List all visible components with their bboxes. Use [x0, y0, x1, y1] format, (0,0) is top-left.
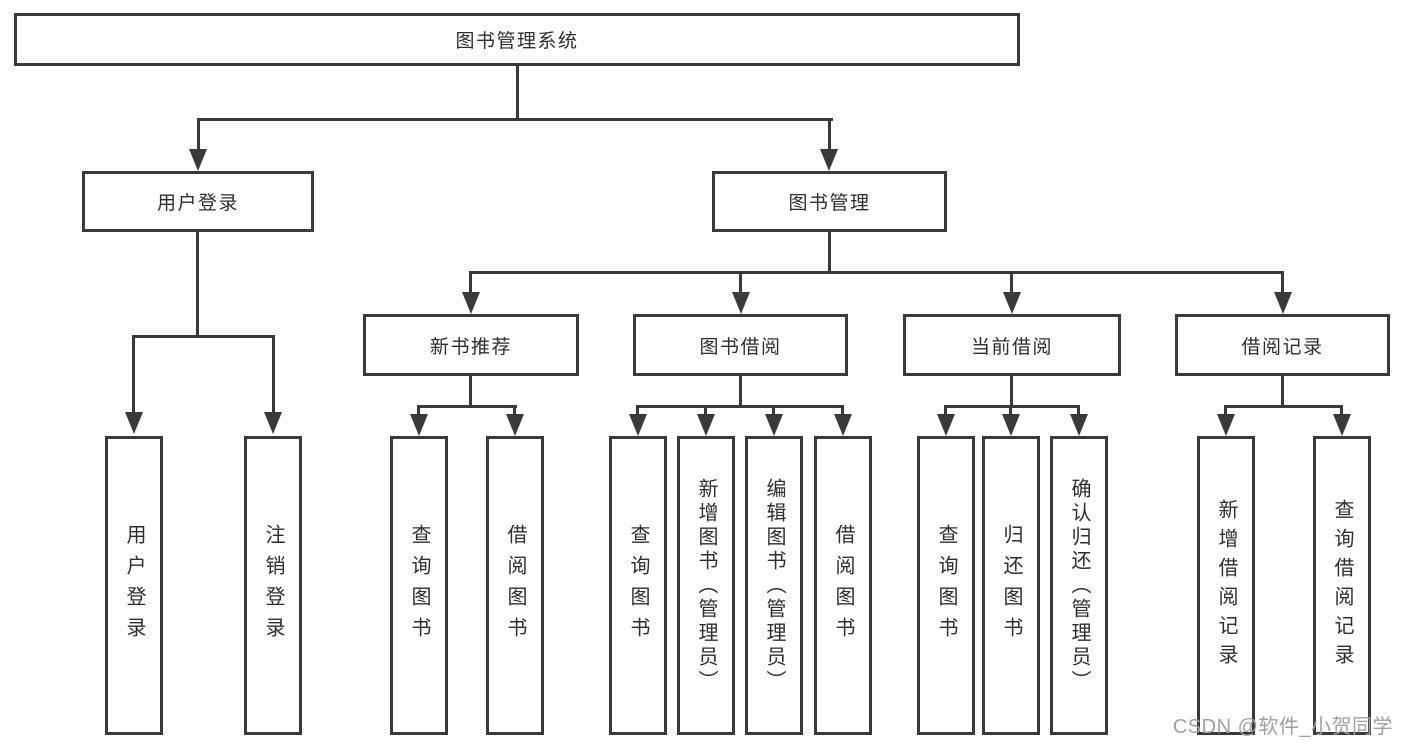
connector-stem [772, 405, 775, 415]
leaf-logout: 注销登录 [244, 436, 302, 735]
node-book-management: 图书管理 [712, 171, 947, 232]
node-new-book-recommend: 新书推荐 [363, 314, 579, 376]
connector-br-vline [1281, 376, 1284, 405]
node-label: 查询图书 [935, 523, 957, 648]
connector-login-vline [196, 232, 199, 335]
leaf-bb-borrow-books: 借阅图书 [814, 436, 872, 735]
arrow-down-icon [1070, 414, 1088, 436]
node-label: 图书管理系统 [455, 31, 579, 52]
connector-stem [841, 405, 844, 415]
node-label: 新书推荐 [429, 336, 512, 358]
arrow-down-icon [410, 414, 428, 436]
leaf-cb-confirm-return-admin: 确认归还（管理员） [1050, 436, 1108, 735]
connector-login-hline [132, 335, 275, 338]
connector-nbr-hline [417, 405, 517, 408]
arrow-down-icon [820, 149, 838, 171]
connector-stem [636, 405, 639, 415]
node-label: 用户登录 [156, 193, 239, 214]
arrow-down-icon [506, 414, 524, 436]
node-label: 查询图书 [627, 523, 649, 648]
arrow-down-icon [937, 414, 955, 436]
connector-mgmt-vline [828, 232, 831, 273]
connector-stem [944, 405, 947, 415]
arrow-down-icon [125, 412, 143, 434]
node-current-borrow: 当前借阅 [903, 314, 1121, 376]
connector-stem [1224, 405, 1227, 415]
arrow-down-icon [1002, 414, 1020, 436]
connector-br-hline [1224, 405, 1343, 408]
node-label: 注销登录 [262, 523, 284, 648]
arrow-down-icon [1333, 414, 1351, 436]
arrow-down-icon [629, 414, 647, 436]
connector-root-vline [516, 66, 519, 118]
leaf-bb-add-book-admin: 新增图书（管理员） [677, 436, 735, 735]
connector-stem [132, 335, 135, 412]
leaf-cb-query-books: 查询图书 [917, 436, 975, 735]
leaf-nbr-borrow-books: 借阅图书 [486, 436, 544, 735]
connector-bb-vline [739, 376, 742, 405]
node-label: 借阅图书 [832, 523, 854, 648]
node-label: 新增图书（管理员） [695, 477, 717, 694]
connector-stem [1340, 405, 1343, 415]
connector-stem [704, 405, 707, 415]
leaf-nbr-query-books: 查询图书 [390, 436, 448, 735]
node-label: 借阅记录 [1241, 336, 1324, 358]
node-label: 编辑图书（管理员） [763, 477, 785, 694]
connector-cb-vline [1010, 376, 1013, 405]
node-label: 当前借阅 [970, 336, 1053, 358]
node-label: 图书管理 [788, 193, 871, 214]
leaf-bb-query-books: 查询图书 [609, 436, 667, 735]
arrow-down-icon [765, 414, 783, 436]
arrow-down-icon [732, 292, 750, 314]
csdn-watermark: CSDN @软件_小贺同学 [1172, 716, 1393, 738]
node-label: 确认归还（管理员） [1068, 477, 1090, 694]
arrow-down-icon [1274, 292, 1292, 314]
connector-stem [513, 405, 516, 415]
node-borrow-records: 借阅记录 [1175, 314, 1390, 376]
node-label: 图书借阅 [699, 336, 782, 358]
arrow-down-icon [1003, 292, 1021, 314]
connector-mgmt-hline [469, 271, 1284, 274]
arrow-down-icon [189, 149, 207, 171]
connector-stem [1077, 405, 1080, 415]
connector-stem [272, 335, 275, 412]
node-label: 新增借阅记录 [1215, 498, 1237, 673]
node-user-login: 用户登录 [82, 171, 314, 232]
arrow-down-icon [264, 412, 282, 434]
node-library-system: 图书管理系统 [14, 13, 1020, 66]
connector-stem [469, 271, 472, 293]
arrow-down-icon [834, 414, 852, 436]
arrow-down-icon [697, 414, 715, 436]
connector-stem [1010, 271, 1013, 293]
leaf-user-login: 用户登录 [105, 436, 163, 735]
node-label: 查询图书 [408, 523, 430, 648]
connector-stem [739, 271, 742, 293]
node-book-borrow: 图书借阅 [633, 314, 848, 376]
leaf-br-query-record: 查询借阅记录 [1313, 436, 1371, 735]
arrow-down-icon [1217, 414, 1235, 436]
connector-root-hline [197, 118, 833, 121]
node-label: 归还图书 [1000, 523, 1022, 648]
node-label: 查询借阅记录 [1331, 498, 1353, 673]
connector-stem [1009, 405, 1012, 415]
node-label: 用户登录 [123, 523, 145, 648]
connector-cb-hline [944, 405, 1080, 408]
node-label: 借阅图书 [504, 523, 526, 648]
connector-stem [197, 118, 200, 149]
connector-stem [417, 405, 420, 415]
connector-stem [1281, 271, 1284, 293]
leaf-bb-edit-book-admin: 编辑图书（管理员） [745, 436, 803, 735]
connector-stem [828, 118, 831, 149]
arrow-down-icon [462, 292, 480, 314]
leaf-cb-return-books: 归还图书 [982, 436, 1040, 735]
connector-nbr-vline [469, 376, 472, 405]
leaf-br-add-record: 新增借阅记录 [1197, 436, 1255, 735]
connector-bb-hline [636, 405, 844, 408]
